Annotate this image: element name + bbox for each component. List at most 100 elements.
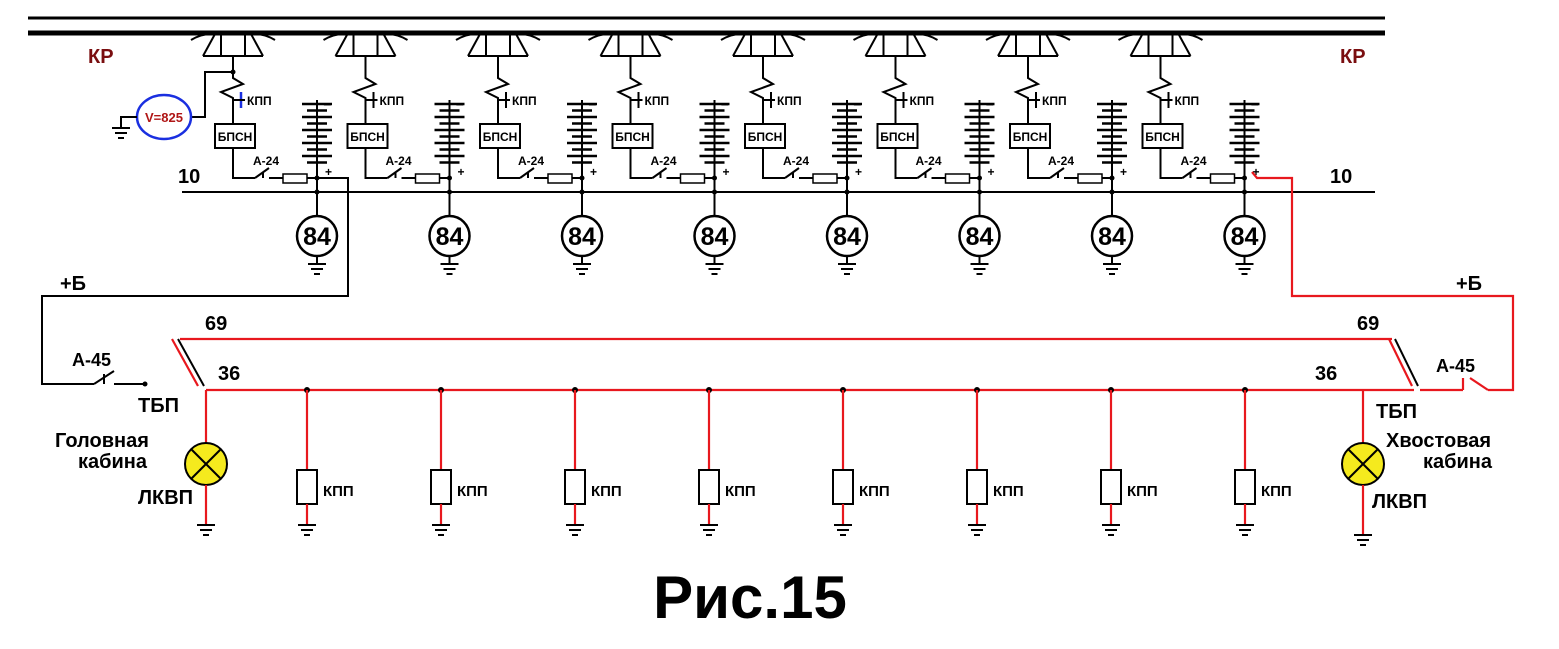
- tail-cab-lamp: [1341, 390, 1385, 546]
- kpp-contact-label: КПП: [1175, 94, 1200, 108]
- a24-label: А-24: [518, 154, 544, 168]
- fuse: [1077, 173, 1103, 184]
- bpsn-label: БПСН: [880, 130, 915, 144]
- kpp-coil: КПП: [430, 387, 488, 536]
- battery: _+: [434, 93, 465, 179]
- figure-title: Рис.15: [653, 564, 847, 631]
- fuse: [944, 173, 971, 184]
- voltmeter: V=825: [112, 71, 233, 141]
- a45-label-left: А-45: [72, 350, 111, 370]
- bpsn-box: [479, 123, 521, 149]
- battery-plus: +: [988, 165, 995, 179]
- kpp-coil: КПП: [296, 387, 354, 536]
- kpp-contact-label: КПП: [512, 94, 537, 108]
- tail-cab-label-line1: Хвостовая: [1386, 430, 1491, 452]
- motor-84-label: 84: [833, 223, 861, 251]
- voltmeter-label: V=825: [145, 110, 183, 125]
- battery-plus: +: [1120, 165, 1127, 179]
- head-cab-lamp: [184, 390, 228, 536]
- bpsn-label: БПСН: [218, 130, 253, 144]
- bpsn-box: [214, 123, 256, 149]
- a24-label: А-24: [1048, 154, 1074, 168]
- battery-minus: _: [853, 93, 861, 107]
- kpp-coil: КПП: [966, 387, 1024, 536]
- a24-label: А-24: [651, 154, 677, 168]
- fuse: [679, 173, 706, 184]
- bpsn-label: БПСН: [1145, 130, 1180, 144]
- motor-84-label: 84: [701, 223, 729, 251]
- battery: _+: [832, 93, 862, 179]
- motor-84-label: 84: [568, 223, 596, 251]
- lkvp-label-left: ЛКВП: [138, 487, 193, 509]
- a24-label: А-24: [253, 154, 279, 168]
- kpp-coil: КПП: [832, 387, 890, 536]
- battery-plus: +: [855, 165, 862, 179]
- fuse: [282, 173, 308, 184]
- a45-switch-right: [1420, 377, 1489, 392]
- kpp-contact-label: КПП: [247, 94, 272, 108]
- battery-minus: _: [721, 93, 729, 107]
- wire-plus-b-left: [41, 177, 349, 385]
- wire-plus-b-right: [1251, 171, 1515, 392]
- battery-plus: +: [458, 165, 465, 179]
- wire-36-label-left: 36: [218, 363, 240, 385]
- battery-minus: _: [456, 93, 464, 107]
- fuse: [547, 173, 573, 184]
- current-collector: [322, 33, 409, 41]
- tail-cab-label-line2: кабина: [1423, 451, 1493, 473]
- battery-minus: _: [323, 93, 331, 107]
- bpsn-label: БПСН: [483, 130, 518, 144]
- head-cab-label-line2: кабина: [78, 451, 148, 473]
- bpsn-label: БПСН: [1013, 130, 1048, 144]
- a24-label: А-24: [916, 154, 942, 168]
- motor-84-label: 84: [966, 223, 994, 251]
- a24-label: А-24: [783, 154, 809, 168]
- battery: _+: [964, 93, 995, 179]
- head-cab-label-line1: Головная: [55, 430, 149, 452]
- lkvp-label-right: ЛКВП: [1372, 491, 1427, 513]
- bpsn-box: [744, 123, 786, 149]
- bpsn-box: [346, 123, 389, 149]
- wire-10-label-right: 10: [1330, 166, 1352, 188]
- motor-84-label: 84: [1231, 223, 1259, 251]
- kpp-contact-label: КПП: [645, 94, 670, 108]
- current-collector: [852, 33, 939, 41]
- bpsn-box: [1009, 123, 1051, 149]
- kpp-coil-label: КПП: [1261, 483, 1292, 500]
- kpp-coil-label: КПП: [993, 483, 1024, 500]
- bpsn-box: [876, 123, 919, 149]
- battery-minus: _: [588, 93, 596, 107]
- kpp-coil: КПП: [1100, 387, 1158, 536]
- bpsn-label: БПСН: [748, 130, 783, 144]
- plus-b-label-right: +Б: [1456, 273, 1482, 295]
- kpp-contact-label: КПП: [777, 94, 802, 108]
- motor-84-label: 84: [436, 223, 464, 251]
- a45-label-right: А-45: [1436, 356, 1475, 376]
- wire-10-label-left: 10: [178, 166, 200, 188]
- wire-69-label-left: 69: [205, 313, 227, 335]
- battery: _+: [1229, 93, 1260, 179]
- kpp-coil-label: КПП: [457, 483, 488, 500]
- motor-84-label: 84: [303, 223, 331, 251]
- current-collector: [190, 33, 276, 41]
- current-collector: [1117, 33, 1204, 41]
- battery-plus: +: [1253, 165, 1260, 179]
- battery: _+: [567, 93, 597, 179]
- kpp-contact-label: КПП: [1042, 94, 1067, 108]
- bpsn-box: [611, 123, 654, 149]
- battery-plus: +: [325, 165, 332, 179]
- battery: _+: [302, 93, 332, 179]
- wire-36-label-right: 36: [1315, 363, 1337, 385]
- motor-84-label: 84: [1098, 223, 1126, 251]
- battery-plus: +: [590, 165, 597, 179]
